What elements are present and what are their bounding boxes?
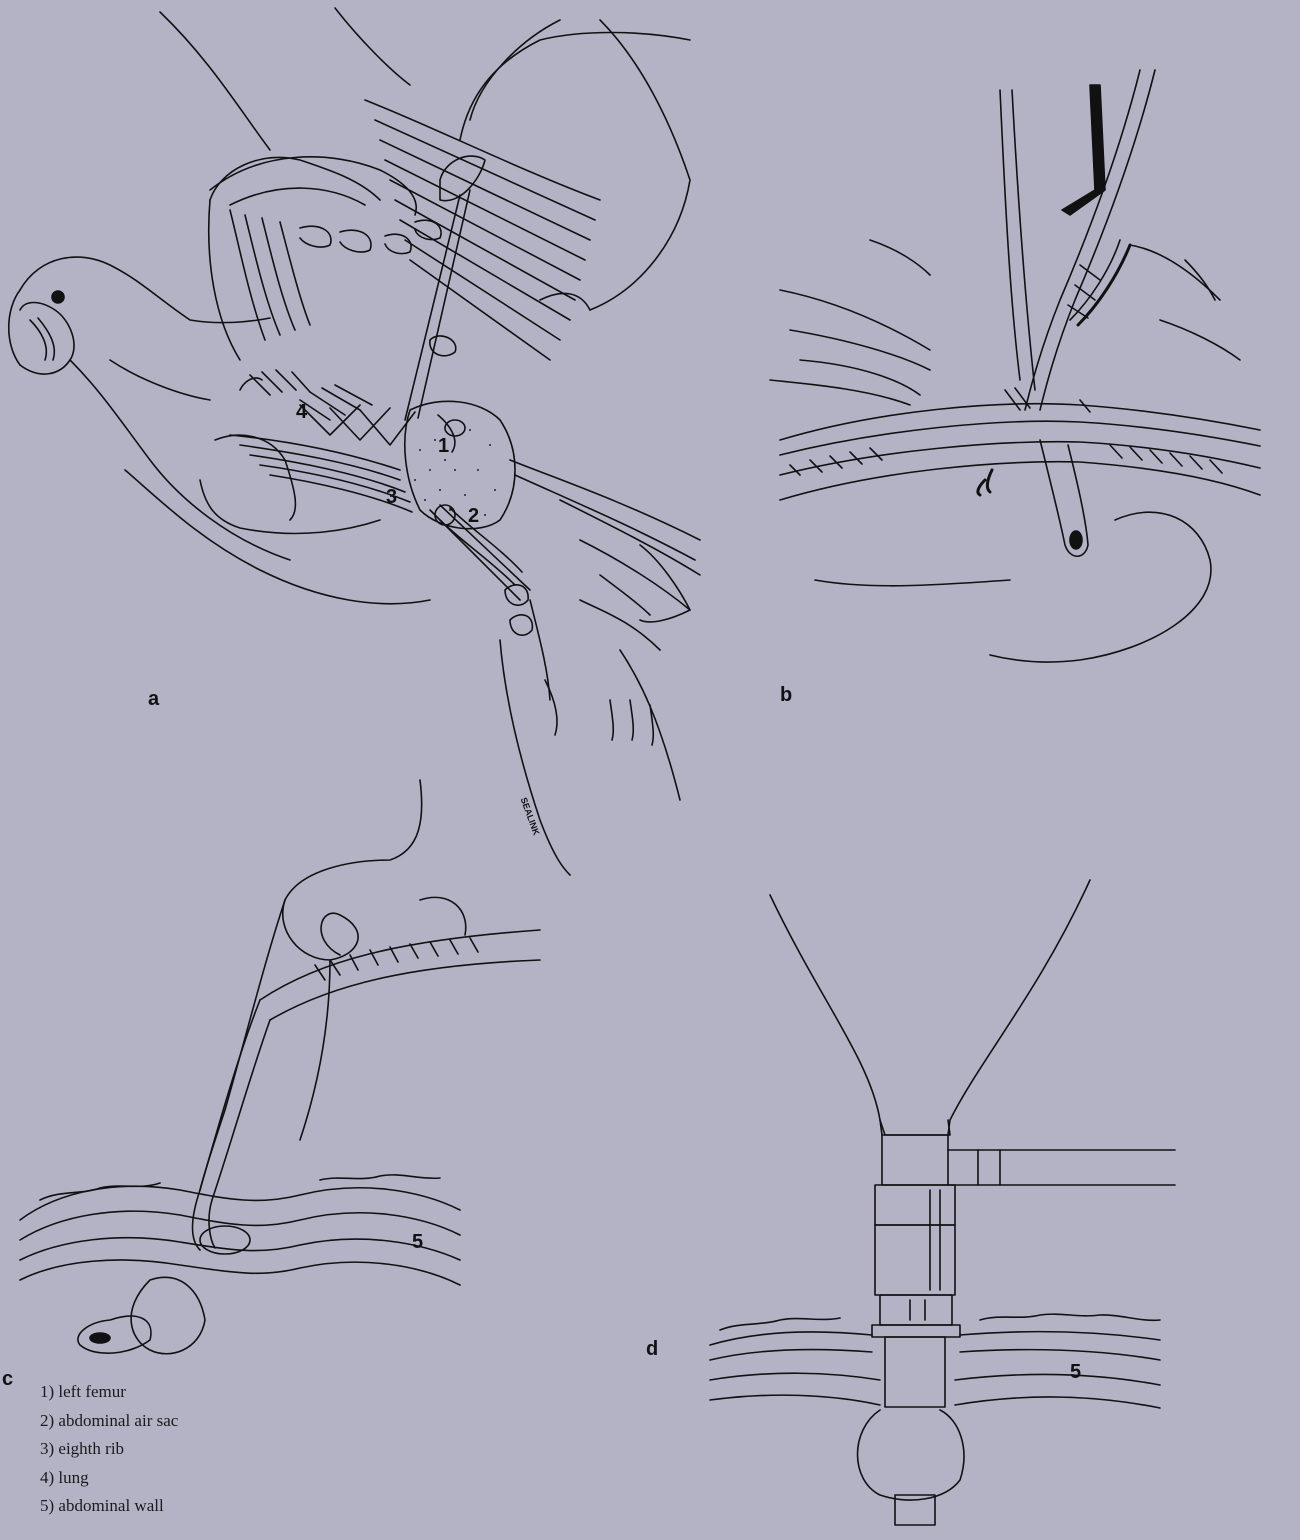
panel-a-drawing (9, 8, 700, 875)
legend-item-4: 4) lung (40, 1464, 178, 1493)
legend-item-3: 3) eighth rib (40, 1435, 178, 1464)
panel-label-b: b (780, 684, 792, 707)
callout-1: 1 (438, 435, 449, 457)
legend-item-2: 2) abdominal air sac (40, 1407, 178, 1436)
callout-4: 4 (296, 401, 308, 423)
legend-item-5: 5) abdominal wall (40, 1492, 178, 1521)
panel-d-drawing (710, 880, 1175, 1525)
legend-item-1: 1) left femur (40, 1378, 178, 1407)
panel-c-drawing (20, 780, 540, 1354)
panel-label-a: a (148, 688, 159, 711)
panel-label-d: d (646, 1338, 658, 1361)
callout-2: 2 (468, 505, 479, 527)
panel-label-c: c (2, 1368, 13, 1391)
callout-5-c: 5 (412, 1231, 423, 1253)
callout-5-d: 5 (1070, 1361, 1081, 1383)
panel-b-drawing (770, 70, 1260, 662)
callout-3: 3 (386, 486, 397, 508)
legend: 1) left femur 2) abdominal air sac 3) ei… (40, 1378, 178, 1521)
